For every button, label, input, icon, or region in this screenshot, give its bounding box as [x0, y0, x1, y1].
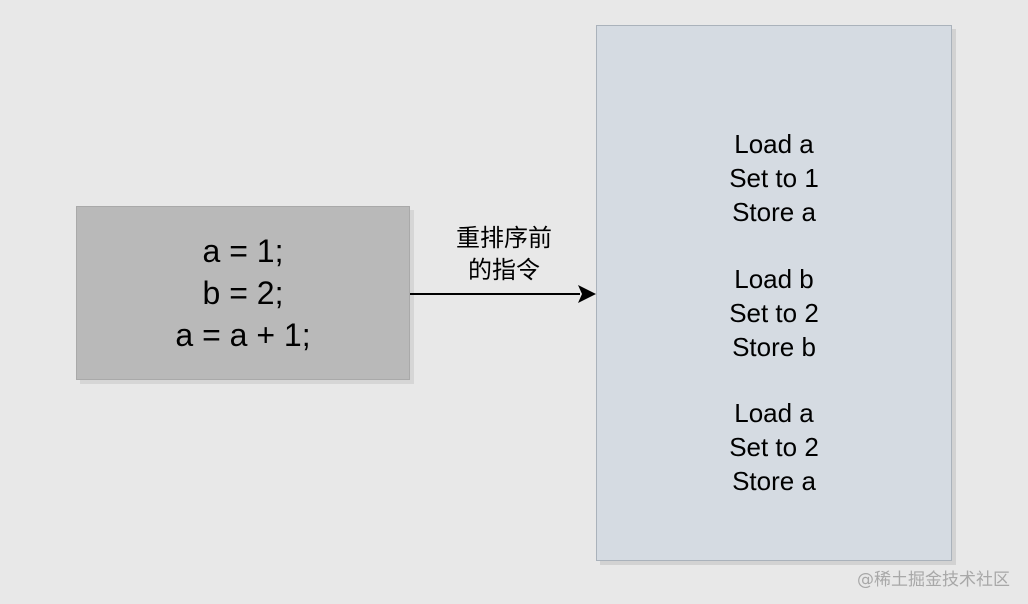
instruction-box: Load a Set to 1 Store a Load b Set to 2 …: [596, 25, 952, 561]
instruction-line: Set to 2: [729, 432, 819, 462]
instruction-line: Store a: [732, 466, 816, 496]
instruction-line: Store a: [732, 197, 816, 227]
arrow-connector: [410, 285, 596, 303]
instruction-group: Load a Set to 2 Store a: [597, 396, 951, 498]
instruction-line: Load a: [734, 398, 814, 428]
code-line: b = 2;: [202, 275, 284, 311]
code-line: a = a + 1;: [175, 317, 311, 353]
watermark-text: @稀土掘金技术社区: [857, 570, 1010, 590]
arrow-label-line: 重排序前: [456, 224, 552, 252]
arrow-label: 重排序前 的指令: [414, 222, 594, 286]
instruction-group: Load a Set to 1 Store a: [597, 127, 951, 229]
instruction-line: Load b: [734, 264, 814, 294]
arrow-label-line: 的指令: [468, 256, 540, 284]
instruction-line: Set to 2: [729, 298, 819, 328]
arrow-head: [578, 285, 596, 303]
instruction-group: Load b Set to 2 Store b: [597, 262, 951, 364]
instruction-line: Store b: [732, 332, 816, 362]
instruction-line: Set to 1: [729, 163, 819, 193]
code-line: a = 1;: [202, 233, 284, 269]
instruction-line: Load a: [734, 129, 814, 159]
source-code-box: a = 1; b = 2; a = a + 1;: [76, 206, 410, 380]
